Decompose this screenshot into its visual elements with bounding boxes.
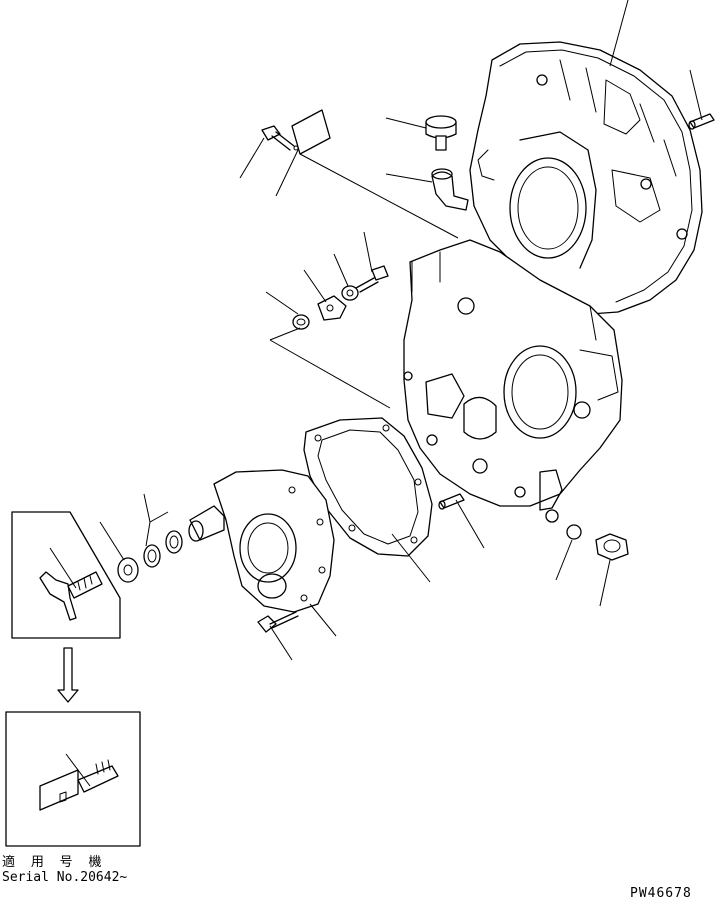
bolt-top-left xyxy=(261,125,295,151)
leader-lines xyxy=(99,0,703,661)
o-ring xyxy=(566,524,582,540)
breather xyxy=(425,115,457,151)
mounting-bolt xyxy=(257,611,299,633)
plug xyxy=(595,533,629,561)
elbow-fitting xyxy=(431,168,469,211)
needle-bearing-pair xyxy=(143,530,183,568)
shaft-old-type xyxy=(39,571,103,621)
flywheel-housing xyxy=(469,41,703,315)
shaft-box-old xyxy=(11,511,121,639)
down-arrow xyxy=(57,647,79,703)
figure-code: PW46678 xyxy=(630,886,692,901)
dowel-pin-lower xyxy=(438,493,465,510)
shaft-new-type xyxy=(39,759,119,811)
serial-number-label: Serial No.20642~ xyxy=(2,870,128,885)
gear-case xyxy=(403,239,623,523)
bolt-with-washer xyxy=(355,265,389,293)
lock-plate xyxy=(317,295,347,321)
lock-washer xyxy=(341,285,359,301)
dowel-pin-upper xyxy=(688,113,715,130)
oil-seal xyxy=(117,557,139,583)
seal-ring xyxy=(292,314,310,330)
name-plate xyxy=(291,109,331,155)
pump-case xyxy=(188,469,335,613)
applicability-label: 適 用 号 機 xyxy=(2,855,106,870)
shaft-box-new xyxy=(5,711,141,847)
